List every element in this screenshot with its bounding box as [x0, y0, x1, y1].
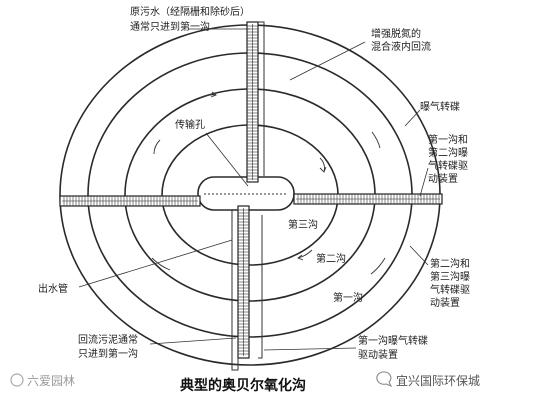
raw-sewage-line-1: 原污水（经隔栅和除砂后）: [130, 5, 250, 18]
drive-1-line-1: 第一沟曝气转碟: [358, 334, 428, 347]
transfer-hole-label: 传输孔: [175, 118, 205, 131]
return-sludge-label: 回流污泥通常 只进到第一沟: [78, 333, 141, 360]
drive-1-line-2: 驱动装置: [358, 348, 398, 361]
inlet-pipes: [231, 21, 265, 371]
flow-arrows: [151, 91, 386, 275]
drive-1-2-line-4: 动装置: [428, 172, 458, 185]
enhanced-denitrification-line-1: 增强脱氮的: [371, 27, 421, 40]
drive-1-2-line-2: 第二沟曝: [428, 146, 468, 159]
outlet-pipe-label: 出水管: [38, 282, 68, 295]
aeration-disc-label: 曝气转碟: [420, 100, 460, 113]
right-rotor-bridge: [293, 193, 443, 205]
ditch-1-label: 第一沟: [333, 291, 363, 304]
top-rotor-bridge: [246, 21, 259, 183]
watermark-left: 六爱园林: [10, 373, 75, 388]
left-rotor-bridge: [59, 195, 201, 207]
drive-2-3-line-2: 第三沟曝: [430, 270, 470, 283]
watermark-right: 宜兴国际环保城: [376, 371, 480, 388]
watermark-right-text: 宜兴国际环保城: [396, 373, 480, 388]
ditch-3-label: 第三沟: [288, 218, 318, 231]
watermark-left-icon: [10, 373, 24, 387]
drive-2-3-line-4: 动装置: [430, 296, 460, 309]
watermark-left-text: 六爱园林: [27, 374, 75, 388]
diagram-title: 典型的奥贝尔氧化沟: [180, 377, 306, 394]
drive-1-2-line-3: 气转碟驱: [428, 159, 468, 172]
raw-sewage-label: 原污水（经隔栅和除砂后） 通常只进到第一沟: [130, 5, 253, 33]
drive-2-3-label: 第二沟和 第三沟曝 气转碟驱 动装置: [430, 257, 473, 309]
return-sludge-line-2: 只进到第一沟: [78, 347, 138, 360]
drive-2-3-line-3: 气转碟驱: [430, 283, 470, 296]
bottom-rotor-bridge: [237, 205, 250, 359]
drive-1-label: 第一沟曝气转碟 驱动装置: [358, 334, 431, 361]
raw-sewage-line-2: 通常只进到第一沟: [130, 20, 210, 33]
watermark-right-icon: [376, 371, 393, 388]
drive-1-2-line-1: 第一沟和: [428, 133, 468, 146]
drive-1-2-label: 第一沟和 第二沟曝 气转碟驱 动装置: [428, 133, 471, 185]
ditch-2-label: 第二沟: [316, 252, 346, 265]
enhanced-denitrification-line-2: 混合液内回流: [371, 40, 431, 53]
drive-2-3-line-1: 第二沟和: [430, 257, 470, 270]
enhanced-denitrification-label: 增强脱氮的 混合液内回流: [371, 27, 431, 53]
leader-lines: [78, 28, 429, 351]
return-sludge-line-1: 回流污泥通常: [78, 333, 138, 346]
